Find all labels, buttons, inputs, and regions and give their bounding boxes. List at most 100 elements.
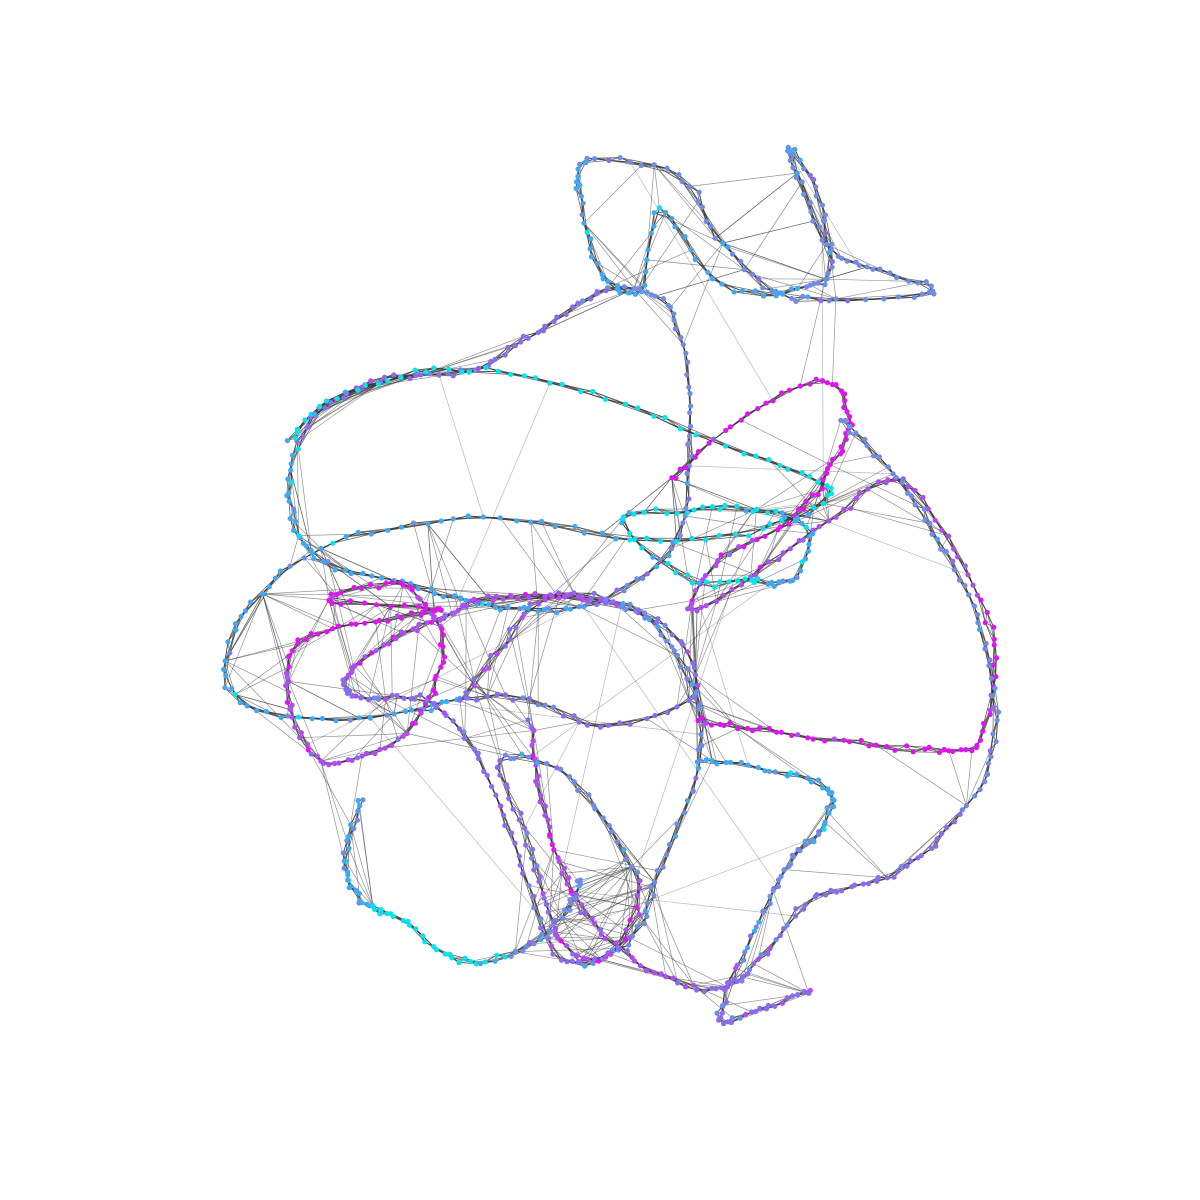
graph-node <box>894 274 900 281</box>
graph-node <box>919 291 925 297</box>
graph-node <box>676 172 682 178</box>
graph-node <box>703 218 709 225</box>
graph-edge <box>324 375 416 409</box>
graph-edge <box>616 604 696 676</box>
graph-node <box>696 189 702 195</box>
graph-edge <box>968 594 979 623</box>
graph-edge <box>695 674 777 733</box>
graph-edge <box>262 593 290 682</box>
graph-node <box>739 288 746 294</box>
graph-edge <box>562 917 633 937</box>
graph-edge <box>671 509 757 549</box>
graph-node <box>787 157 793 163</box>
graph-edge <box>288 681 360 719</box>
graph-edge <box>807 296 836 300</box>
graph-node <box>720 240 726 246</box>
graph-edge <box>336 577 382 596</box>
graph-edge <box>515 627 535 731</box>
graph-edge <box>627 578 643 586</box>
graph-edge <box>250 577 276 603</box>
graph-edge <box>375 621 386 700</box>
graph-edge <box>948 750 967 806</box>
graph-node <box>928 283 934 289</box>
graph-node <box>638 162 644 169</box>
graph-edge <box>572 935 633 955</box>
graph-edge <box>594 808 626 860</box>
graph-edge <box>675 760 713 837</box>
graph-edge <box>524 828 526 846</box>
graph-edge <box>225 643 299 662</box>
graph-edge <box>564 866 632 911</box>
graph-edge <box>670 242 724 308</box>
graph-edge <box>427 524 435 620</box>
graph-edge <box>403 588 432 634</box>
graph-edge <box>235 694 291 710</box>
graph-node <box>826 298 832 304</box>
graph-node <box>820 218 827 224</box>
graph-edge <box>575 188 583 215</box>
graph-edge <box>653 164 716 239</box>
graph-node <box>752 288 758 294</box>
graph-edge <box>784 869 888 879</box>
graph-edge <box>262 593 365 604</box>
graph-edge <box>351 606 391 668</box>
graph-edge <box>868 745 895 751</box>
graph-edge <box>671 477 693 539</box>
graph-edge <box>813 507 830 522</box>
graph-edge <box>578 606 678 656</box>
graph-edge <box>310 753 351 825</box>
graph-node <box>923 279 929 285</box>
graph-edge <box>538 610 557 613</box>
graph-edge <box>715 554 730 566</box>
graph-edge <box>579 721 609 726</box>
graph-edge <box>694 509 753 513</box>
graph-edge <box>682 242 724 345</box>
graph-edge <box>434 678 488 697</box>
graph-edge <box>826 485 830 522</box>
graph-edge <box>817 494 830 522</box>
graph-edge <box>636 907 678 984</box>
graph-edge <box>234 666 290 695</box>
graph-edge <box>684 236 709 273</box>
graph-edge <box>629 937 728 988</box>
graph-edge <box>508 798 522 814</box>
graph-edge <box>742 976 809 994</box>
graph-edge <box>558 518 623 599</box>
graph-node <box>699 204 706 210</box>
graph-edge <box>681 181 724 244</box>
graph-edge <box>940 548 955 571</box>
graph-edge <box>540 927 603 960</box>
graph-node <box>709 276 716 282</box>
graph-edge <box>561 866 632 874</box>
graph-edge <box>577 790 594 806</box>
graph-edge <box>262 593 333 629</box>
graph-edge <box>351 584 404 673</box>
graph-edge <box>893 865 908 878</box>
graph-edge <box>984 622 995 646</box>
graph-edge <box>592 391 638 409</box>
graph-edge <box>752 511 796 522</box>
graph-edge <box>403 584 512 597</box>
graph-edge <box>304 557 404 586</box>
graph-edge <box>313 558 336 571</box>
graph-edge <box>465 594 551 601</box>
graph-edge <box>346 533 372 538</box>
graph-node <box>725 244 731 250</box>
graph-edge <box>607 249 692 289</box>
graph-edge <box>940 548 953 562</box>
graph-edge <box>823 220 832 245</box>
graph-node <box>797 157 803 163</box>
graph-edge <box>986 612 995 628</box>
graph-node <box>712 235 718 241</box>
graph-edge <box>328 600 357 697</box>
graph-edge <box>623 578 643 592</box>
graph-node <box>807 200 813 206</box>
graph-edge <box>562 917 638 927</box>
graph-edge <box>530 521 575 527</box>
graph-edge <box>796 172 842 259</box>
graph-edge <box>966 750 991 806</box>
graph-edge <box>656 844 670 871</box>
graph-edge <box>512 699 539 706</box>
graph-edge <box>983 695 992 724</box>
graph-edge <box>631 866 633 937</box>
